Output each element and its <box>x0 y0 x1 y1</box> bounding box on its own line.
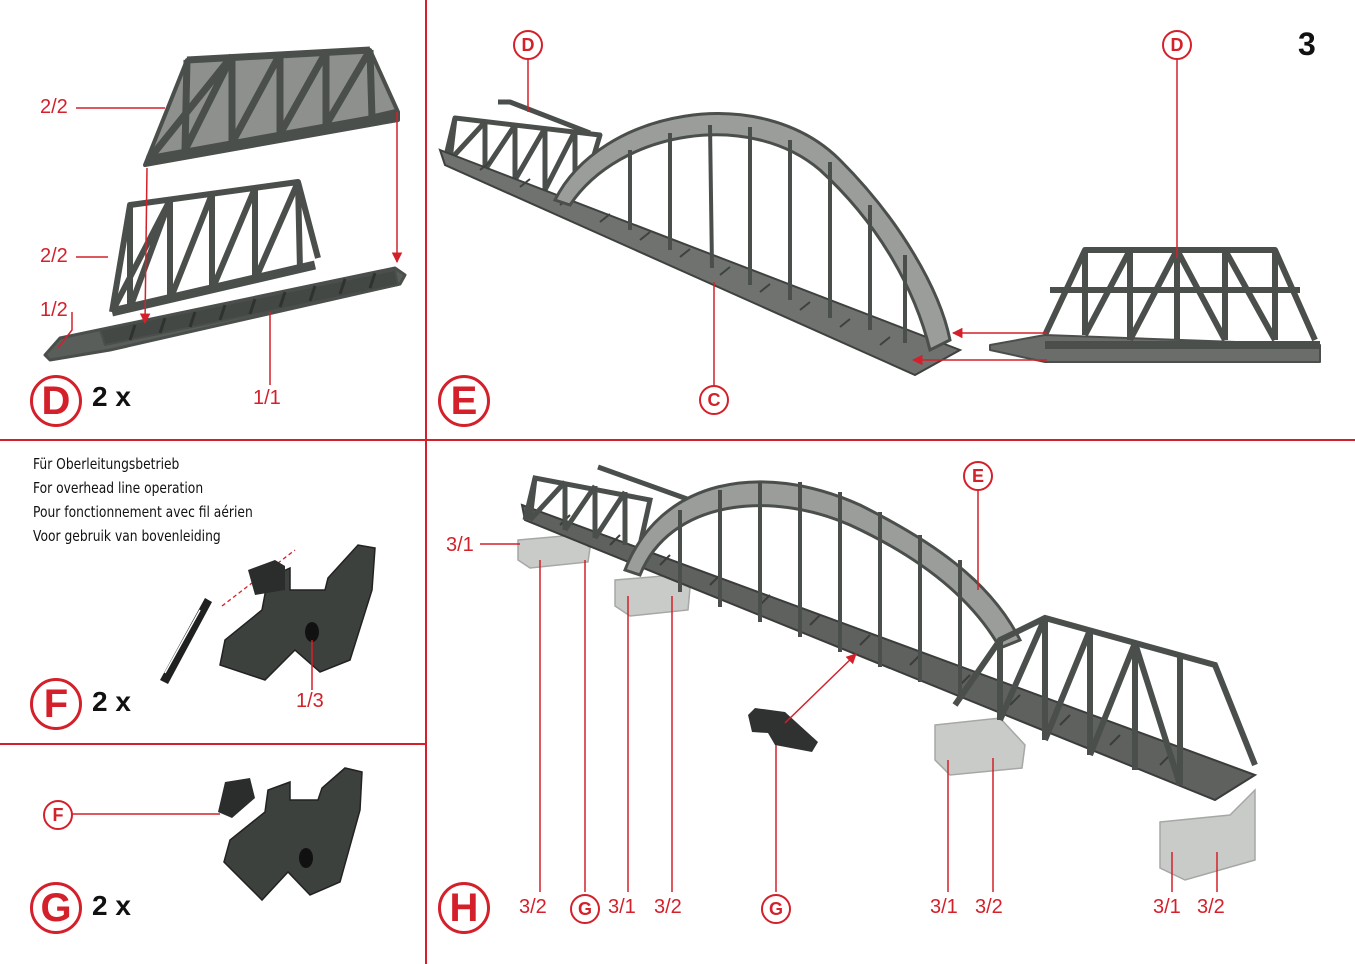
step-badge-d: D <box>30 375 82 427</box>
step-e-drawing <box>440 58 1320 386</box>
ref-badge-h-g-center: G <box>761 894 791 924</box>
quantity-g: 2 x <box>92 890 131 922</box>
step-g-drawing <box>72 768 362 900</box>
note-line-fr: Pour fonctionnement avec fil aérien <box>33 500 253 524</box>
ref-badge-h-e: E <box>963 461 993 491</box>
overhead-line-note: Für Oberleitungsbetrieb For overhead lin… <box>33 452 301 548</box>
label-h-pier-base-2: 3/2 <box>654 896 682 919</box>
label-h-pier-top-left: 3/1 <box>446 534 474 557</box>
label-h-pier-base-3: 3/2 <box>975 896 1003 919</box>
note-line-nl: Voor gebruik van bovenleiding <box>33 524 253 548</box>
label-h-pier-base-1: 3/2 <box>519 896 547 919</box>
label-d-ramp: 1/2 <box>40 299 68 322</box>
ref-badge-h-g-left: G <box>570 894 600 924</box>
ref-badge-e-c: C <box>699 385 729 415</box>
label-f-clip: 1/3 <box>296 690 324 713</box>
label-d-top-truss: 2/2 <box>40 96 68 119</box>
label-h-pier-top-4: 3/1 <box>1153 896 1181 919</box>
ref-badge-g-f: F <box>43 800 73 830</box>
label-d-bottom-truss: 2/2 <box>40 245 68 268</box>
quantity-f: 2 x <box>92 686 131 718</box>
truss-section-right <box>990 250 1320 362</box>
step-h-drawing <box>480 467 1255 892</box>
step-badge-e: E <box>438 375 490 427</box>
step-badge-f: F <box>30 678 82 730</box>
quantity-d: 2 x <box>92 381 131 413</box>
label-h-pier-top-3: 3/1 <box>930 896 958 919</box>
label-h-pier-top-2: 3/1 <box>608 896 636 919</box>
step-d-drawing <box>45 50 405 385</box>
label-d-track: 1/1 <box>253 387 281 410</box>
step-badge-h: H <box>438 882 490 934</box>
note-line-en: For overhead line operation <box>33 476 253 500</box>
ref-badge-e-d-left: D <box>513 30 543 60</box>
truss-side-top <box>145 50 398 165</box>
label-h-pier-base-4: 3/2 <box>1197 896 1225 919</box>
truss-section-assembled <box>45 182 405 360</box>
ref-badge-e-d-right: D <box>1162 30 1192 60</box>
note-line-de: Für Oberleitungsbetrieb <box>33 452 253 476</box>
step-badge-g: G <box>30 882 82 934</box>
step-f-drawing <box>160 545 375 690</box>
